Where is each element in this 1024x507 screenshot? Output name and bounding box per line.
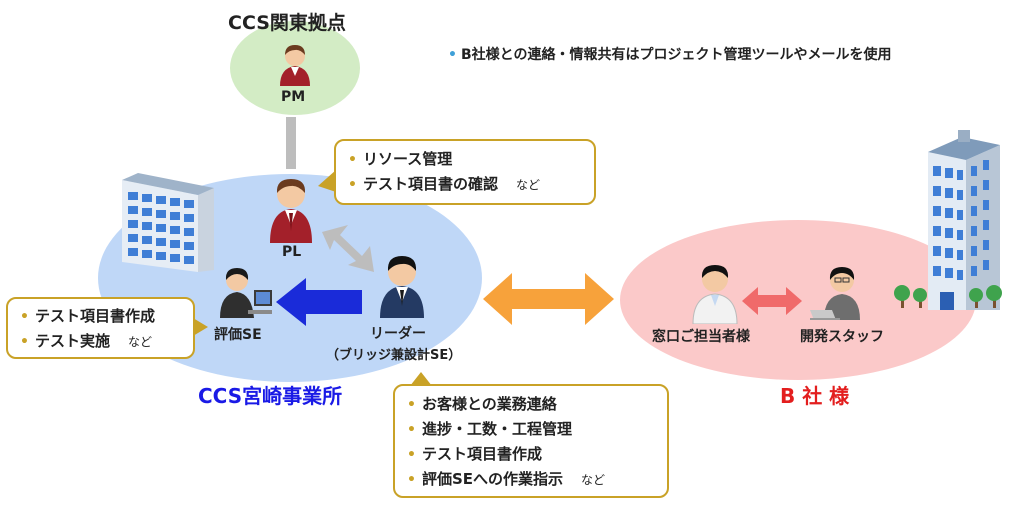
hyoka-callout: •テスト項目書作成 •テスト実施など: [6, 297, 195, 359]
miyazaki-b-arrow: [483, 273, 614, 325]
miyazaki-title: CCS宮崎事業所: [198, 384, 343, 408]
madoguchi-person-icon: [692, 265, 738, 324]
miyazaki-building-icon: [122, 173, 214, 272]
hyoka-label: 評価SE: [214, 327, 262, 343]
pl-leader-arrow: [322, 225, 374, 272]
leader-callout: •お客様との業務連絡 •進捗・工数・工程管理 •テスト項目書作成 •評価SEへの…: [393, 384, 669, 498]
leader-label: リーダー: [370, 326, 426, 342]
pm-label: PM: [281, 89, 306, 105]
madoguchi-staff-arrow: [742, 287, 802, 315]
hyoka-callout-pointer: [193, 318, 208, 336]
leader-callout-item: •進捗・工数・工程管理: [407, 420, 572, 438]
note-bullet: •: [448, 47, 457, 63]
hyoka-se-person-icon: [220, 268, 272, 318]
kanto-title: CCS関東拠点: [228, 12, 346, 34]
leader-to-hyoka-arrow: [276, 278, 362, 326]
hyoka-callout-item: •テスト項目書作成: [20, 307, 155, 325]
leader-person-icon: [380, 256, 424, 318]
pl-callout-item: •テスト項目書の確認など: [348, 175, 540, 193]
pl-callout-item: •リソース管理: [348, 150, 453, 168]
pl-callout: •リソース管理 •テスト項目書の確認など: [334, 139, 596, 205]
staff-label: 開発スタッフ: [800, 329, 884, 345]
pl-callout-pointer: [318, 170, 336, 192]
staff-person-icon: [810, 267, 860, 320]
note-text: B社様との連絡・情報共有はプロジェクト管理ツールやメールを使用: [460, 47, 892, 63]
pl-label: PL: [282, 244, 302, 260]
leader-callout-pointer: [410, 372, 432, 386]
leader-sub-label: （ブリッジ兼設計SE）: [326, 348, 462, 363]
b-company-title: B 社 様: [780, 384, 850, 408]
b-company-building-icon: [928, 130, 1000, 310]
leader-callout-item: •評価SEへの作業指示など: [407, 470, 606, 488]
hyoka-callout-item: •テスト実施など: [20, 332, 152, 350]
pl-person-icon: [270, 179, 312, 243]
tree-icon: [894, 285, 1002, 308]
communication-note: •B社様との連絡・情報共有はプロジェクト管理ツールやメールを使用: [448, 44, 891, 64]
leader-callout-item: •テスト項目書作成: [407, 445, 542, 463]
pm-person-icon: [280, 45, 310, 86]
madoguchi-label: 窓口ご担当者様: [652, 329, 750, 345]
pm-pl-connector: [286, 117, 296, 169]
leader-callout-item: •お客様との業務連絡: [407, 395, 557, 413]
